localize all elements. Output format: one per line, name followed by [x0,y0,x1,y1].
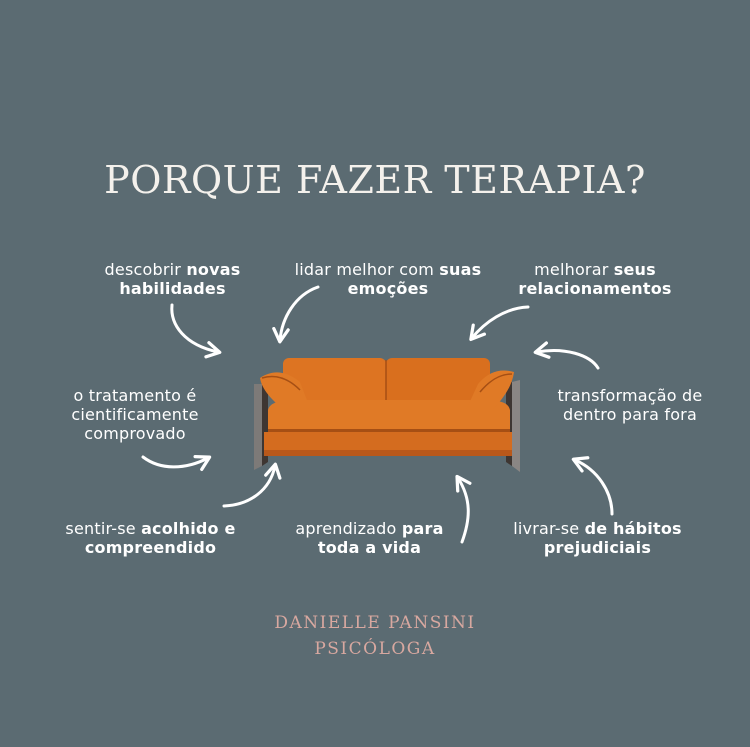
benefit-bold: para toda a vida [317,519,444,557]
benefit-transformacao: transformação de dentro para fora [540,386,720,424]
arrow-icon [222,462,282,508]
benefit-plain: sentir-se [65,519,142,538]
arrow-icon [469,305,530,342]
footer-role: PSICÓLOGA [314,639,436,659]
benefit-plain: aprendizado [295,519,402,538]
arrow-icon [141,454,212,471]
benefit-plain: transformação de dentro para fora [557,386,703,424]
benefit-habitos: livrar-se de hábitos prejudiciais [500,519,695,557]
benefit-acolhido: sentir-se acolhido e compreendido [48,519,253,557]
arrow-icon [533,341,600,370]
benefit-bold: seus relacionamentos [518,260,672,298]
benefit-relacionamentos: melhorar seus relacionamentos [510,260,680,298]
benefit-bold: novas habilidades [119,260,241,298]
page-title: PORQUE FAZER TERAPIA? [104,158,646,202]
arrow-icon [571,456,614,516]
benefit-bold: suas emoções [347,260,482,298]
benefit-bold: acolhido e compreendido [84,519,236,557]
benefit-cientificamente-comprovado: o tratamento é cientificamente comprovad… [55,386,215,443]
benefit-plain: melhorar [534,260,614,279]
benefit-plain: descobrir [104,260,187,279]
benefit-emocoes: lidar melhor com suas emoções [278,260,498,298]
benefit-aprendizado: aprendizado para toda a vida [282,519,457,557]
arrow-icons [141,285,614,544]
arrow-icon [272,285,320,344]
benefit-plain: o tratamento é cientificamente comprovad… [71,386,199,443]
arrow-icon [455,474,472,544]
benefit-plain: lidar melhor com [294,260,440,279]
benefit-plain: livrar-se [513,519,585,538]
sofa-icon [254,358,520,472]
benefit-novas-habilidades: descobrir novas habilidades [95,260,250,298]
benefit-bold: de hábitos prejudiciais [543,519,682,557]
arrow-icon [170,303,222,359]
footer-name: DANIELLE PANSINI [274,613,476,633]
